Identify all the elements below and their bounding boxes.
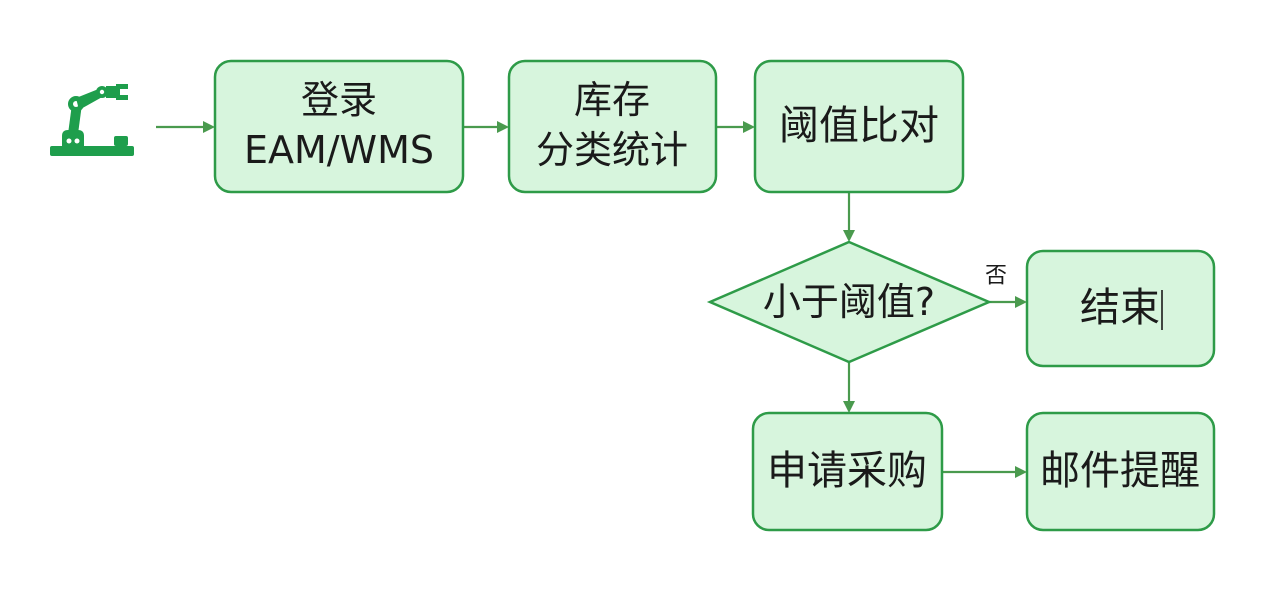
node-end: 结束	[1025, 249, 1216, 368]
node-inventory-line1: 库存	[574, 78, 650, 122]
node-email-label: 邮件提醒	[1040, 448, 1200, 494]
edge-purchase-to-email	[942, 466, 1027, 478]
node-purchase-label: 申请采购	[767, 448, 927, 494]
node-login-line2: EAM/WMS	[244, 128, 434, 172]
edge-inventory-to-compare	[716, 121, 755, 133]
edge-decision-to-purchase	[843, 362, 855, 413]
node-end-label: 结束	[1080, 285, 1160, 331]
edge-label-no: 否	[985, 264, 1007, 289]
edge-login-to-inventory	[463, 121, 509, 133]
node-inventory: 库存 分类统计	[507, 59, 718, 194]
node-decision: 小于阈值?	[706, 240, 993, 364]
edge-compare-to-decision	[843, 192, 855, 242]
node-login: 登录 EAM/WMS	[213, 59, 465, 194]
node-login-line1: 登录	[301, 78, 377, 122]
node-email: 邮件提醒	[1025, 411, 1216, 532]
node-threshold-compare-label: 阈值比对	[779, 103, 939, 149]
edge-start-to-login	[156, 121, 215, 133]
node-purchase: 申请采购	[751, 411, 944, 532]
robot-arm-icon	[50, 84, 134, 156]
node-decision-label: 小于阈值?	[763, 280, 935, 324]
node-inventory-line2: 分类统计	[536, 128, 688, 172]
node-threshold-compare: 阈值比对	[753, 59, 965, 194]
edge-decision-to-end	[989, 296, 1027, 308]
